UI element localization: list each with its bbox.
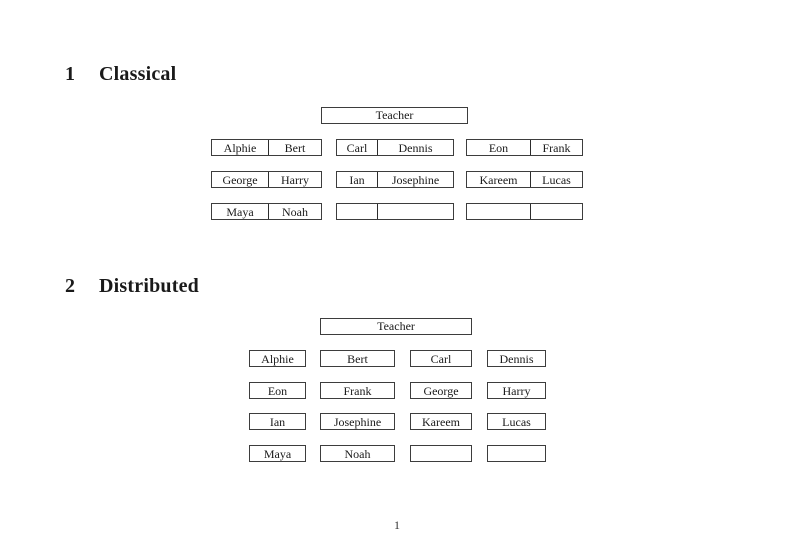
desk-box: Frank bbox=[320, 382, 395, 399]
seat-cell: Alphie bbox=[212, 140, 269, 155]
teacher-label: Teacher bbox=[377, 319, 415, 333]
desk-box: Dennis bbox=[487, 350, 546, 367]
seat-cell-empty bbox=[531, 204, 582, 219]
desk-pair-box bbox=[336, 203, 454, 220]
seat-cell-empty bbox=[337, 204, 378, 219]
seat-cell: Kareem bbox=[467, 172, 531, 187]
seat-cell: Bert bbox=[284, 140, 306, 155]
page-number: 1 bbox=[394, 518, 400, 532]
desk-pair-box: Kareem Lucas bbox=[466, 171, 583, 188]
section-title: Classical bbox=[99, 63, 177, 85]
desk-box: Lucas bbox=[487, 413, 546, 430]
section-number: 1 bbox=[65, 63, 76, 85]
desk-pair-box: Maya Noah bbox=[211, 203, 322, 220]
desk-box: Noah bbox=[320, 445, 395, 462]
desk-box-empty bbox=[410, 445, 472, 462]
desk-box: Harry bbox=[487, 382, 546, 399]
desk-pair-box: George Harry bbox=[211, 171, 322, 188]
seat-cell: George bbox=[212, 172, 269, 187]
desk-box: Carl bbox=[410, 350, 472, 367]
seat-cell: Ian bbox=[337, 172, 378, 187]
section-heading-distributed: 2 Distributed bbox=[65, 275, 199, 298]
desk-box: George bbox=[410, 382, 472, 399]
seat-cell: Maya bbox=[212, 204, 269, 219]
desk-box-empty bbox=[487, 445, 546, 462]
desk-box: Josephine bbox=[320, 413, 395, 430]
seat-cell: Eon bbox=[467, 140, 531, 155]
desk-pair-box: Alphie Bert bbox=[211, 139, 322, 156]
seat-cell: Harry bbox=[281, 172, 309, 187]
seat-cell-empty bbox=[467, 204, 531, 219]
seat-cell-empty bbox=[378, 204, 453, 219]
teacher-label: Teacher bbox=[375, 108, 414, 122]
desk-box: Ian bbox=[249, 413, 306, 430]
desk-pair-box: Ian Josephine bbox=[336, 171, 454, 188]
seat-cell: Dennis bbox=[398, 140, 433, 155]
desk-box: Bert bbox=[320, 350, 395, 367]
seat-cell: Josephine bbox=[391, 172, 440, 187]
desk-box: Kareem bbox=[410, 413, 472, 430]
seat-cell: Lucas bbox=[542, 172, 571, 187]
seat-cell: Noah bbox=[282, 204, 308, 219]
section-title: Distributed bbox=[99, 275, 199, 297]
teacher-box-distributed: Teacher bbox=[320, 318, 472, 335]
section-number: 2 bbox=[65, 275, 76, 297]
section-heading-classical: 1 Classical bbox=[65, 63, 176, 86]
seat-cell: Frank bbox=[542, 140, 571, 155]
seat-cell: Carl bbox=[337, 140, 378, 155]
desk-box: Maya bbox=[249, 445, 306, 462]
desk-pair-box: Carl Dennis bbox=[336, 139, 454, 156]
desk-pair-box: Eon Frank bbox=[466, 139, 583, 156]
desk-box: Eon bbox=[249, 382, 306, 399]
desk-box: Alphie bbox=[249, 350, 306, 367]
desk-pair-box bbox=[466, 203, 583, 220]
teacher-box-classical: Teacher bbox=[321, 107, 468, 124]
